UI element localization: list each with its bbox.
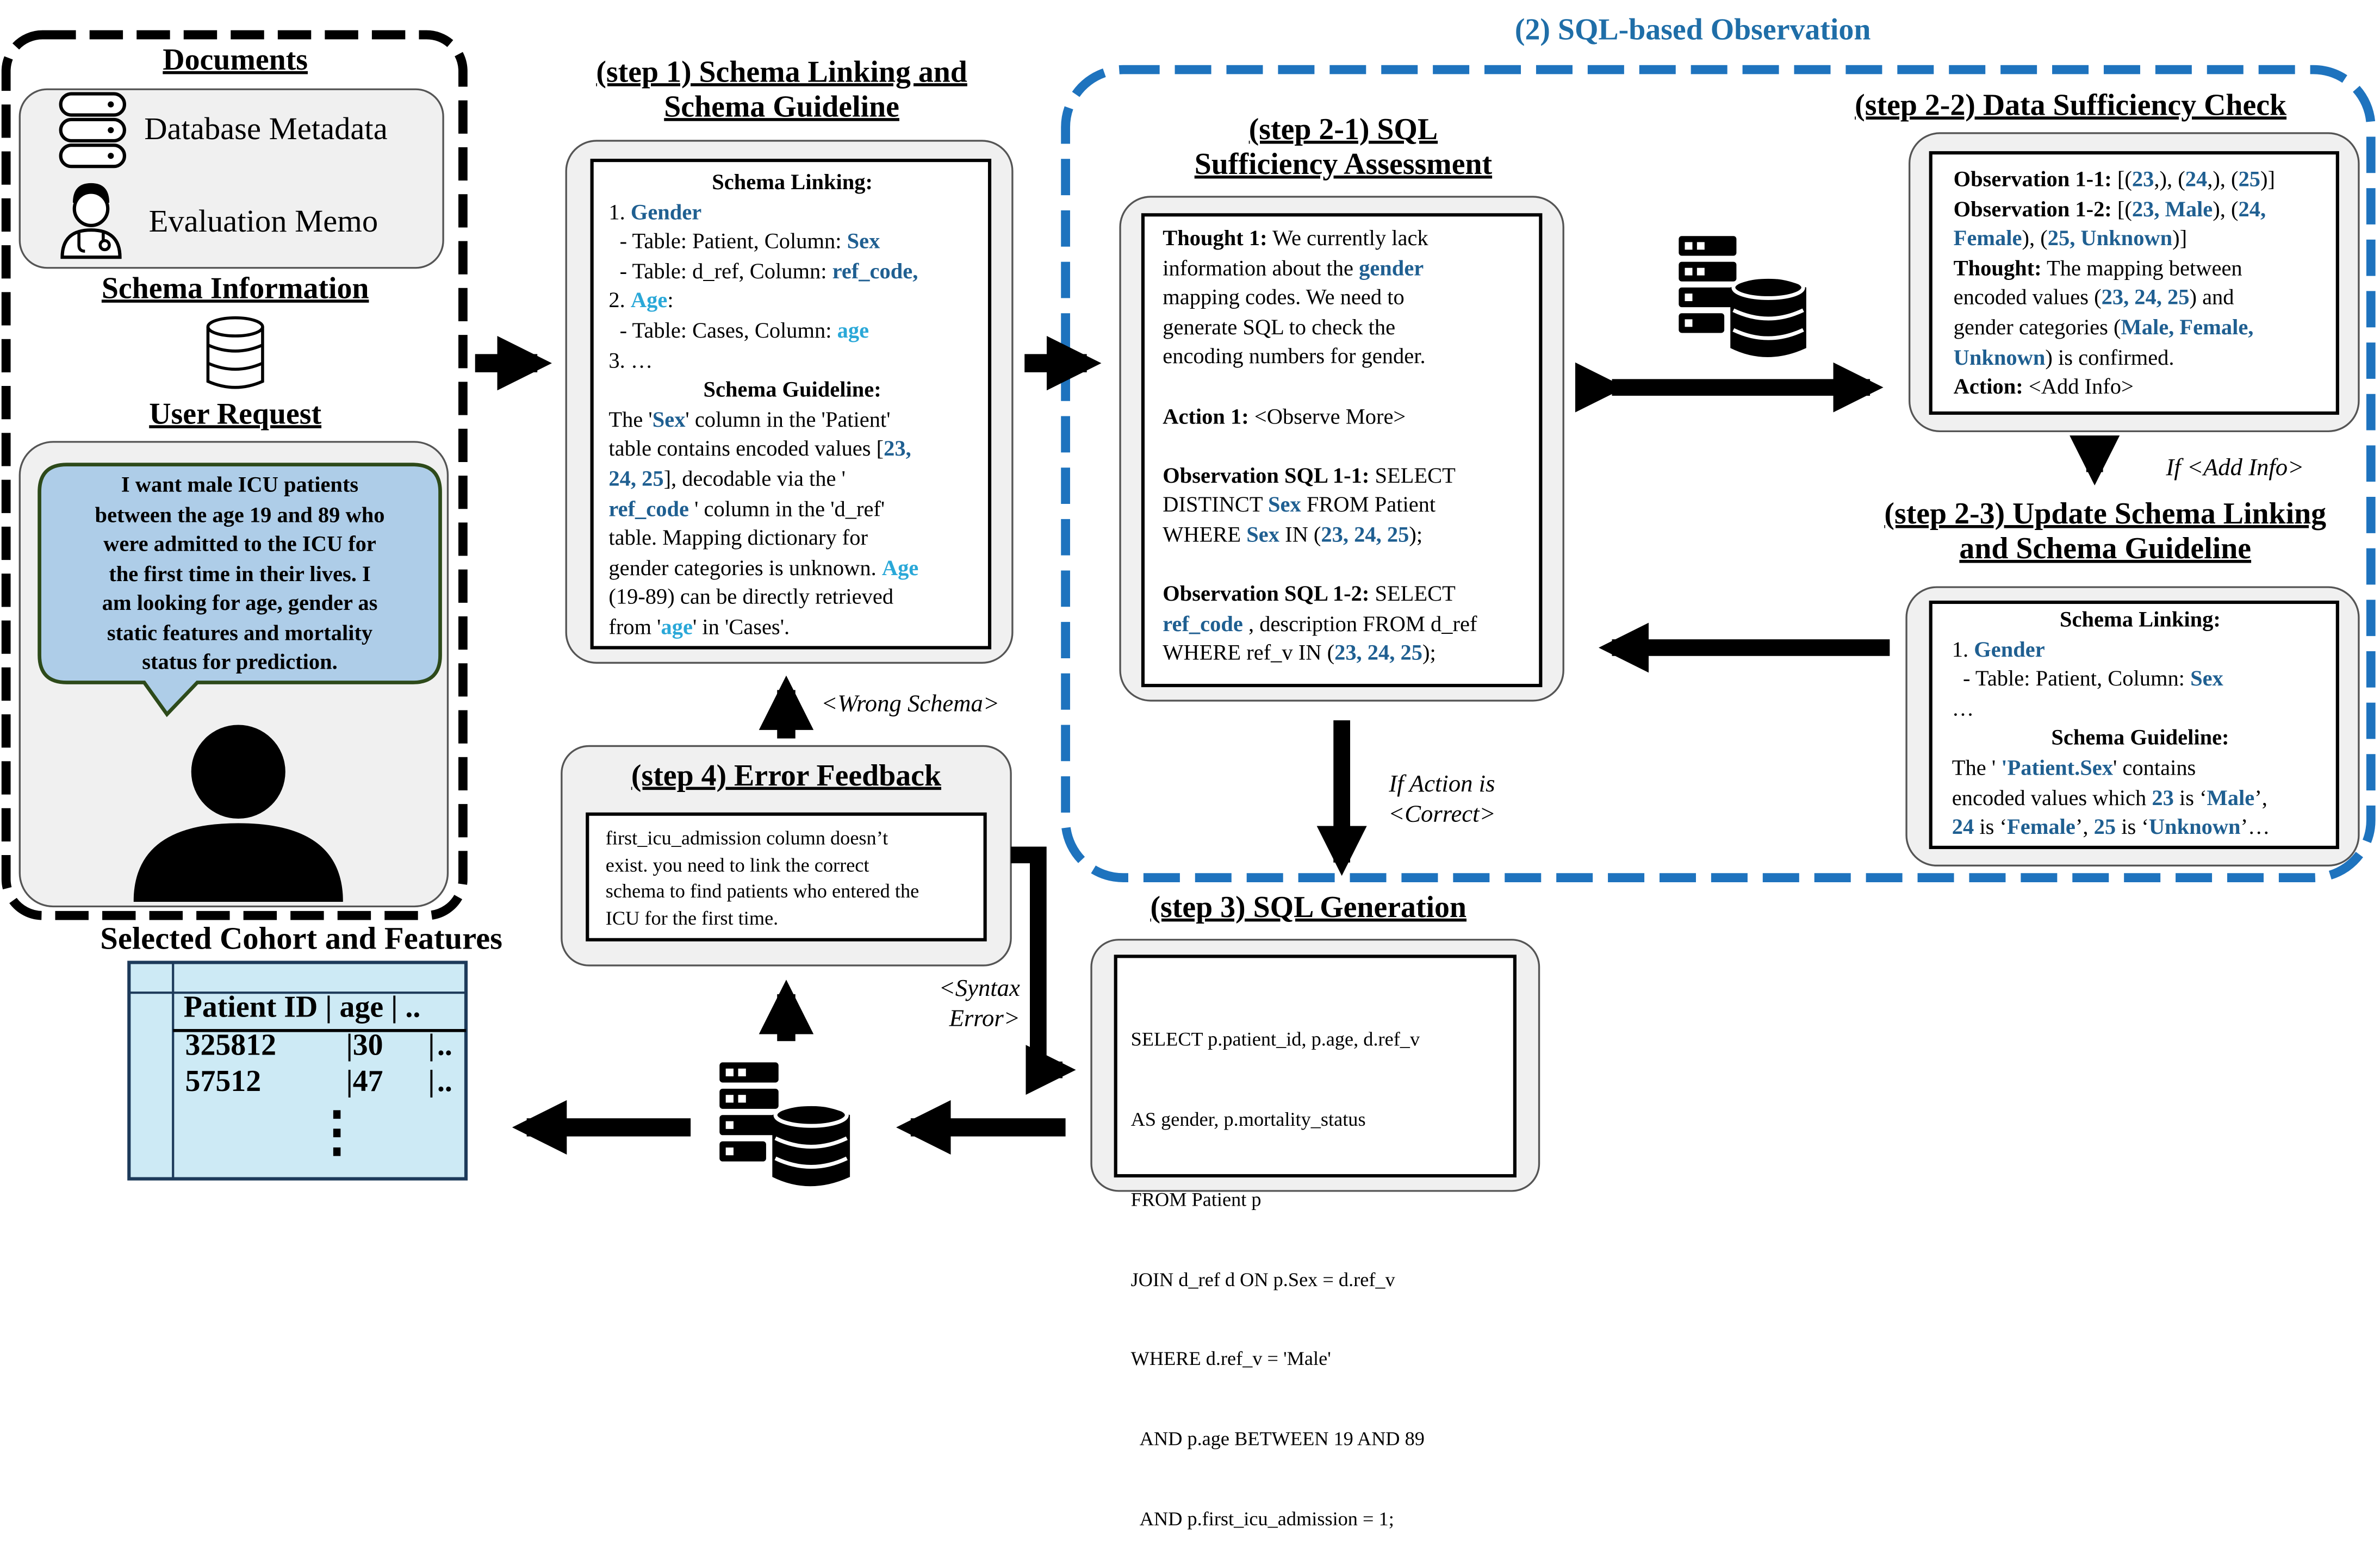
cohort-title: Selected Cohort and Features: [100, 920, 502, 957]
cohort-more: ⋮: [309, 1101, 364, 1162]
database-server-icon: [719, 1062, 850, 1187]
cohort-row: 325812|30|..: [185, 1028, 452, 1063]
if-add-info-label: If <Add Info>: [2166, 455, 2304, 482]
step3-title: (step 3) SQL Generation: [1150, 891, 1467, 925]
database-server-icon: [59, 92, 126, 169]
step23-inner: [1929, 600, 2339, 850]
speech-bubble: [38, 463, 442, 718]
documents-title: Documents: [163, 43, 308, 77]
cohort-table: [127, 961, 468, 1181]
schema-info-title: Schema Information: [101, 272, 369, 306]
step22-content: Observation 1-1: [(23,), (24,), (25)] Ob…: [1953, 168, 2276, 400]
database-server-icon: [1679, 236, 1806, 357]
step1-inner: [590, 159, 992, 650]
documents-box: [18, 88, 444, 269]
eval-memo-label: Evaluation Memo: [148, 203, 378, 239]
step4-content: first_icu_admission column doesn’t exist…: [605, 826, 919, 929]
if-action-label: If Action is<Correct>: [1388, 771, 1496, 828]
sql-observation-title: (2) SQL-based Observation: [1514, 14, 1871, 47]
step1-content: Schema Linking: 1. Gender - Table: Patie…: [608, 171, 919, 640]
step3-sql: SELECT p.patient_id, p.age, d.ref_v AS g…: [1130, 1027, 1425, 1530]
user-request-title: User Request: [149, 398, 322, 432]
step22-inner: [1929, 151, 2339, 415]
diagram-canvas: Documents Database Metadata Evaluation M…: [1, 14, 2376, 1530]
step21-inner: [1141, 213, 1543, 688]
database-icon: [206, 316, 264, 389]
flow-arrows: [475, 336, 2120, 1155]
diagram-shapes: [1, 30, 2376, 1192]
db-metadata-label: Database Metadata: [144, 110, 388, 147]
step22-title: (step 2-2) Data Sufficiency Check: [1855, 89, 2287, 123]
cohort-row: 57512|47|..: [185, 1065, 452, 1099]
wrong-schema-label: <Wrong Schema>: [821, 691, 999, 718]
sql-observation-region: [1061, 65, 2376, 882]
step4-title: (step 4) Error Feedback: [631, 759, 942, 793]
person-icon: [133, 725, 343, 902]
step3-inner: [1114, 955, 1517, 1178]
cohort-header: Patient ID | age | ..: [183, 991, 421, 1025]
step4-inner: [586, 812, 987, 941]
user-request-text: I want male ICU patients between the age…: [95, 473, 385, 675]
step21-content: Thought 1: We currently lack information…: [1163, 227, 1477, 666]
doctor-icon: [60, 183, 122, 259]
step23-content: Schema Linking: 1. Gender - Table: Patie…: [1952, 608, 2270, 840]
